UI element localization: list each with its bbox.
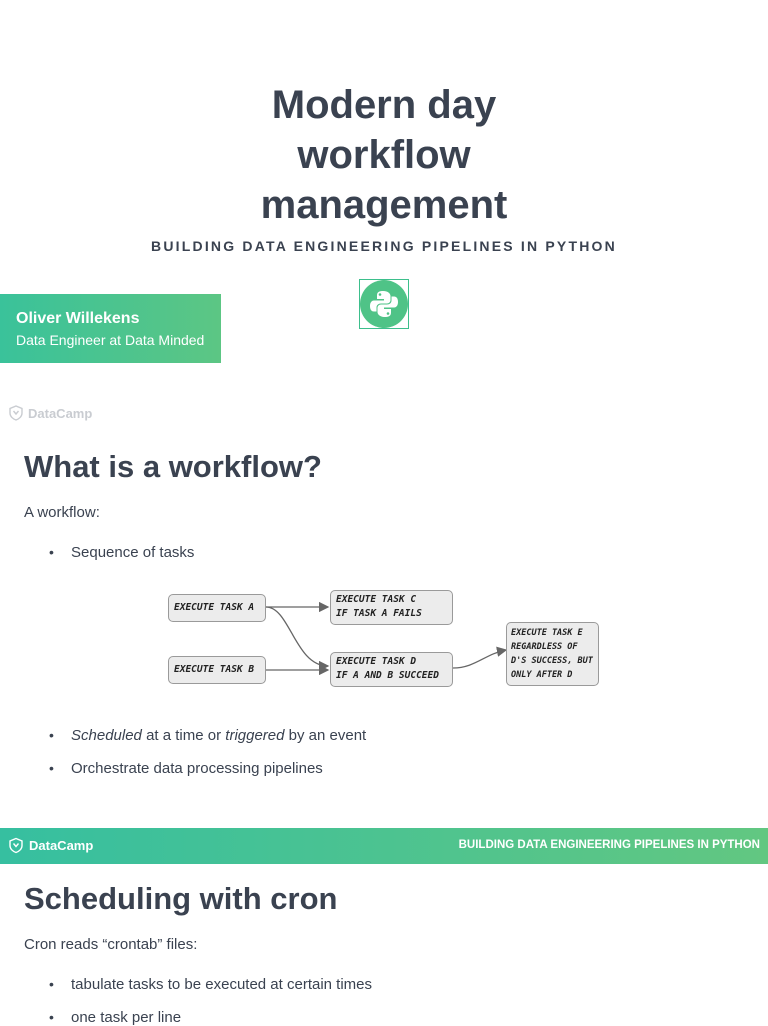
bullet-scheduled-mid: at a time or	[141, 727, 226, 744]
banner-brand: DataCamp	[8, 837, 93, 854]
bullet-sequence: •Sequence of tasks	[49, 544, 195, 561]
datacamp-logo-icon	[9, 405, 23, 421]
node-task-c: Execute task C if task A fails	[330, 590, 453, 625]
bullet-scheduled: •Scheduled at a time or triggered by an …	[49, 727, 367, 744]
node-task-c-line-1: Execute task C	[336, 594, 417, 605]
bullet-one-task: •one task per line	[49, 1009, 182, 1026]
node-task-a: Execute task A	[168, 594, 266, 622]
bullet-scheduled-end: by an event	[284, 727, 367, 744]
title-line-1: Modern day	[271, 83, 497, 127]
node-task-e-line-1: execute task E	[511, 628, 583, 638]
node-task-e-line-3: D's success, but	[511, 656, 593, 666]
node-task-c-line-2: if task A fails	[336, 608, 422, 619]
bullet-scheduled-em1: Scheduled	[71, 727, 142, 744]
title-line-3: management	[260, 183, 508, 227]
bullet-orchestrate: •Orchestrate data processing pipelines	[49, 760, 323, 777]
bullet-orchestrate-text: Orchestrate data processing pipelines	[71, 760, 323, 777]
course-subtitle: BUILDING DATA ENGINEERING PIPELINES IN P…	[151, 238, 617, 254]
bullet-one-task-text: one task per line	[71, 1009, 182, 1026]
node-task-e-line-2: Regardless of	[511, 642, 578, 652]
author-role: Data Engineer at Data Minded	[16, 332, 205, 348]
banner-course-title: BUILDING DATA ENGINEERING PIPELINES IN P…	[458, 839, 760, 851]
bullet-tabulate: •tabulate tasks to be executed at certai…	[49, 976, 373, 993]
workflow-intro: A workflow:	[24, 504, 100, 521]
banner-brand-text: DataCamp	[29, 838, 94, 853]
node-task-d-line-2: If A and B succeed	[336, 670, 439, 681]
title-slide: Modern day workflow management BUILDING …	[0, 0, 768, 440]
author-card: Oliver Willekens Data Engineer at Data M…	[0, 294, 221, 363]
course-banner: DataCamp BUILDING DATA ENGINEERING PIPEL…	[0, 828, 768, 864]
workflow-diagram: Execute task A Execute task B Execute ta…	[160, 576, 600, 700]
diagram-arrows	[265, 601, 508, 676]
bullet-scheduled-em2: triggered	[225, 727, 285, 744]
bullet-sequence-text: Sequence of tasks	[71, 544, 195, 561]
title-line-2: workflow	[297, 133, 471, 177]
cron-heading: Scheduling with cron	[24, 881, 338, 916]
node-task-b: Execute task B	[168, 656, 266, 684]
python-logo-icon	[359, 279, 409, 329]
bullet-tabulate-text: tabulate tasks to be executed at certain…	[71, 976, 373, 993]
datacamp-banner-logo-icon	[9, 837, 23, 854]
datacamp-watermark-text: DataCamp	[28, 405, 93, 421]
node-task-d-line-1: Execute task D	[336, 656, 417, 667]
author-name: Oliver Willekens	[16, 310, 140, 327]
workflow-heading: What is a workflow?	[24, 449, 322, 484]
node-task-e-line-4: only after D	[511, 670, 573, 680]
datacamp-watermark: DataCamp	[8, 405, 92, 421]
node-task-e: execute task E Regardless of D's success…	[506, 622, 599, 686]
node-task-d: Execute task D If A and B succeed	[330, 652, 453, 687]
cron-intro: Cron reads “crontab” files:	[24, 936, 198, 953]
